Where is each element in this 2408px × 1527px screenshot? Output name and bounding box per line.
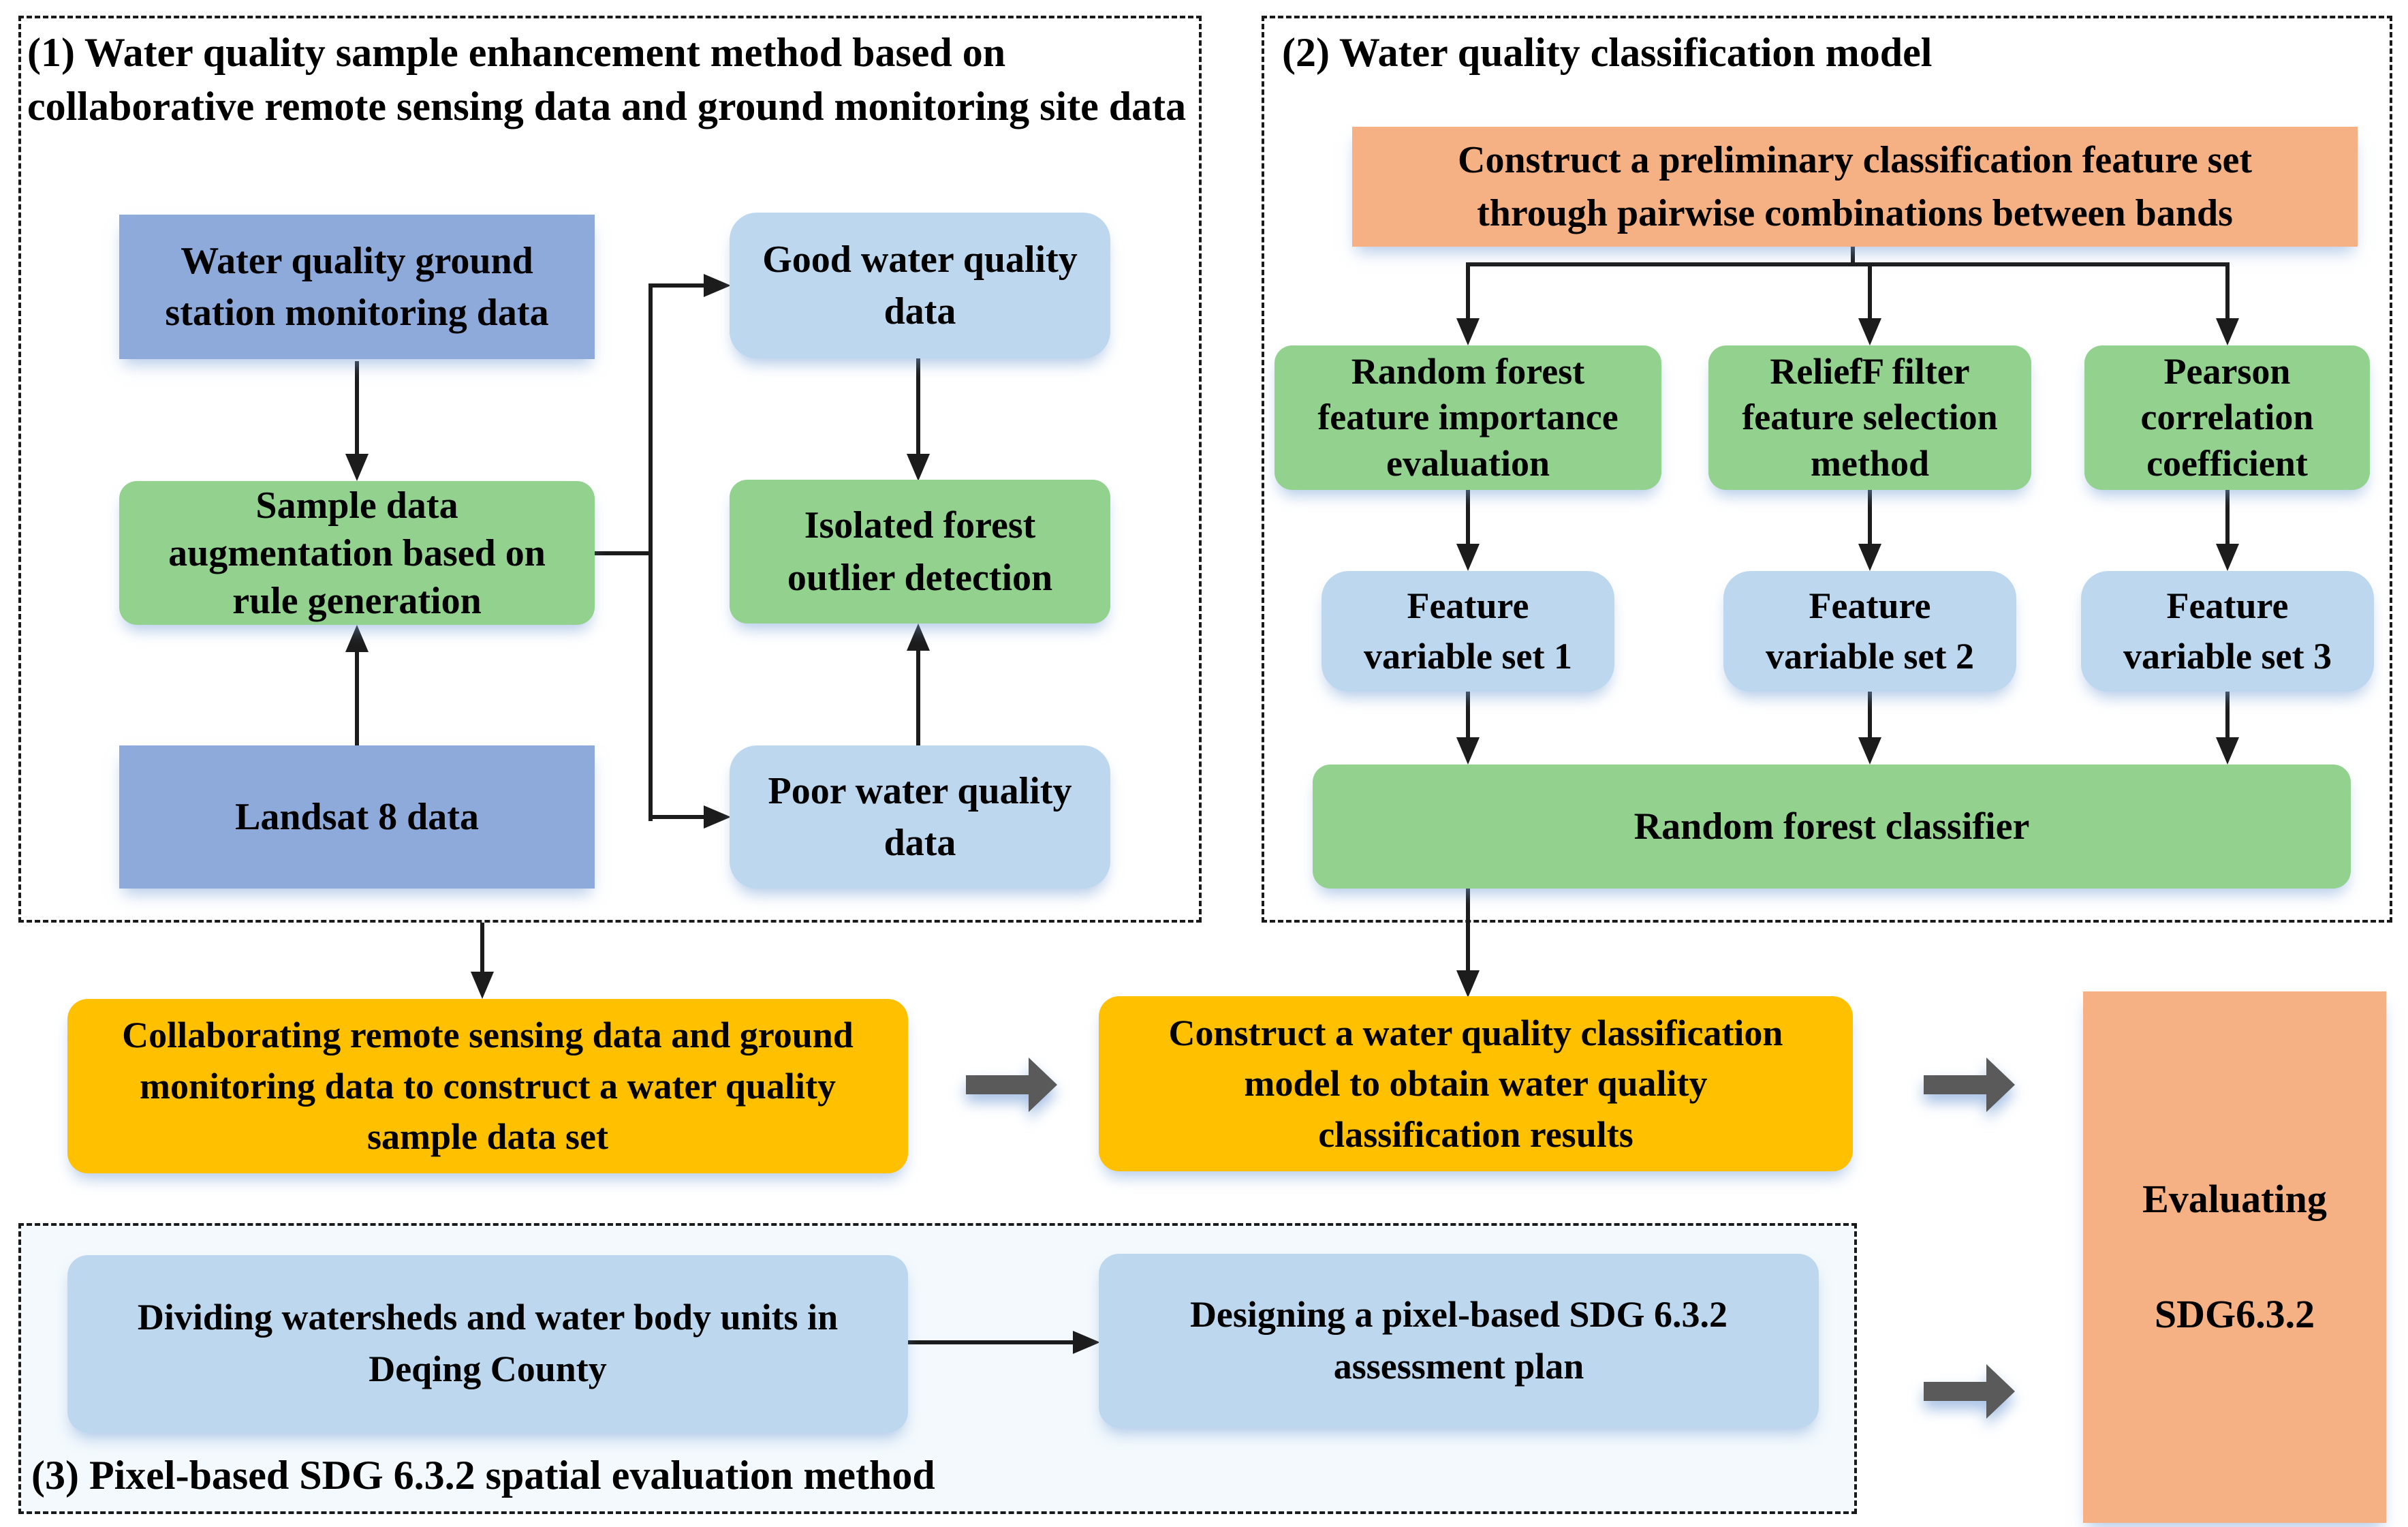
node-pearson-correlation: Pearson correlation coefficient xyxy=(2084,345,2370,490)
arrow-panel1-to-collab xyxy=(480,923,484,973)
arrow-branch-to-pearson xyxy=(2225,266,2230,320)
node-dividing-watersheds: Dividing watersheds and water body units… xyxy=(67,1255,908,1432)
connector-construct-stub xyxy=(1851,243,1855,266)
arrowhead-up-icon xyxy=(907,623,930,651)
sdg632-label: SDG6.3.2 xyxy=(2154,1292,2315,1336)
node-random-forest-classifier: Random forest classifier xyxy=(1313,765,2351,889)
evaluating-label: Evaluating xyxy=(2142,1177,2327,1222)
node-relieff-filter: ReliefF filter feature selection method xyxy=(1708,345,2031,490)
panel-2-title: (2) Water quality classification model xyxy=(1282,30,1933,75)
node-landsat-data: Landsat 8 data xyxy=(119,745,595,889)
node-construct-feature-set: Construct a preliminary classification f… xyxy=(1352,127,2358,247)
node-sample-augmentation: Sample data augmentation based on rule g… xyxy=(119,481,595,625)
block-arrow-right-icon xyxy=(1924,1364,2015,1419)
arrowhead-right-icon xyxy=(704,805,731,829)
arrow-rf-to-set1 xyxy=(1466,490,1470,545)
arrow-relieff-to-set2 xyxy=(1868,490,1872,545)
arrow-dividing-to-designing xyxy=(908,1340,1073,1344)
arrow-set1-to-classifier xyxy=(1466,692,1470,739)
node-evaluating-sdg632: Evaluating SDG6.3.2 xyxy=(2083,991,2386,1523)
node-good-water-quality: Good water quality data xyxy=(730,213,1110,358)
arrowhead-down-icon xyxy=(2216,318,2239,345)
connector-split-vertical xyxy=(648,283,653,821)
connector-to-good xyxy=(648,283,705,288)
node-feature-set-2: Feature variable set 2 xyxy=(1723,571,2016,692)
arrowhead-down-icon xyxy=(907,454,930,481)
arrowhead-right-icon xyxy=(704,274,731,297)
node-isolated-forest: Isolated forest outlier detection xyxy=(730,480,1110,623)
arrowhead-down-icon xyxy=(2216,737,2239,765)
arrow-good-to-isolated xyxy=(916,358,920,455)
node-ground-station-data: Water quality ground station monitoring … xyxy=(119,215,595,359)
arrowhead-down-icon xyxy=(471,972,494,999)
arrowhead-down-icon xyxy=(1456,970,1480,998)
arrow-ground-to-augment xyxy=(355,361,359,457)
arrow-classifier-to-model xyxy=(1466,889,1470,972)
panel-1-title: (1) Water quality sample enhancement met… xyxy=(27,30,1187,129)
node-construct-classification-model: Construct a water quality classification… xyxy=(1099,996,1853,1171)
arrowhead-down-icon xyxy=(1456,737,1480,765)
arrowhead-down-icon xyxy=(1456,544,1480,571)
arrow-landsat-to-augment xyxy=(355,651,359,745)
node-poor-water-quality: Poor water quality data xyxy=(730,745,1110,889)
arrowhead-right-icon xyxy=(1073,1331,1100,1354)
node-rf-feature-importance: Random forest feature importance evaluat… xyxy=(1275,345,1661,490)
arrowhead-down-icon xyxy=(1858,737,1881,765)
connector-branch-horizontal xyxy=(1466,262,2230,266)
node-designing-assessment-plan: Designing a pixel-based SDG 6.3.2 assess… xyxy=(1099,1254,1819,1428)
node-feature-set-3: Feature variable set 3 xyxy=(2081,571,2374,692)
panel-3-title: (3) Pixel-based SDG 6.3.2 spatial evalua… xyxy=(31,1453,935,1498)
arrow-set3-to-classifier xyxy=(2225,692,2230,739)
arrowhead-down-icon xyxy=(345,454,369,481)
block-arrow-right-icon xyxy=(1924,1058,2015,1112)
arrow-pearson-to-set3 xyxy=(2225,490,2230,545)
block-arrow-right-icon xyxy=(966,1058,1057,1112)
arrowhead-down-icon xyxy=(2216,544,2239,571)
node-feature-set-1: Feature variable set 1 xyxy=(1322,571,1614,692)
connector-to-poor xyxy=(648,815,705,819)
arrowhead-down-icon xyxy=(1858,318,1881,345)
connector-augment-out xyxy=(595,551,651,555)
arrow-set2-to-classifier xyxy=(1868,692,1872,739)
arrow-branch-to-relieff xyxy=(1868,266,1872,320)
arrowhead-up-icon xyxy=(345,625,369,652)
node-collab-sample-dataset: Collaborating remote sensing data and gr… xyxy=(67,999,908,1173)
arrow-branch-to-rf xyxy=(1466,266,1470,320)
arrowhead-down-icon xyxy=(1858,544,1881,571)
arrowhead-down-icon xyxy=(1456,318,1480,345)
arrow-poor-to-isolated xyxy=(916,649,920,745)
